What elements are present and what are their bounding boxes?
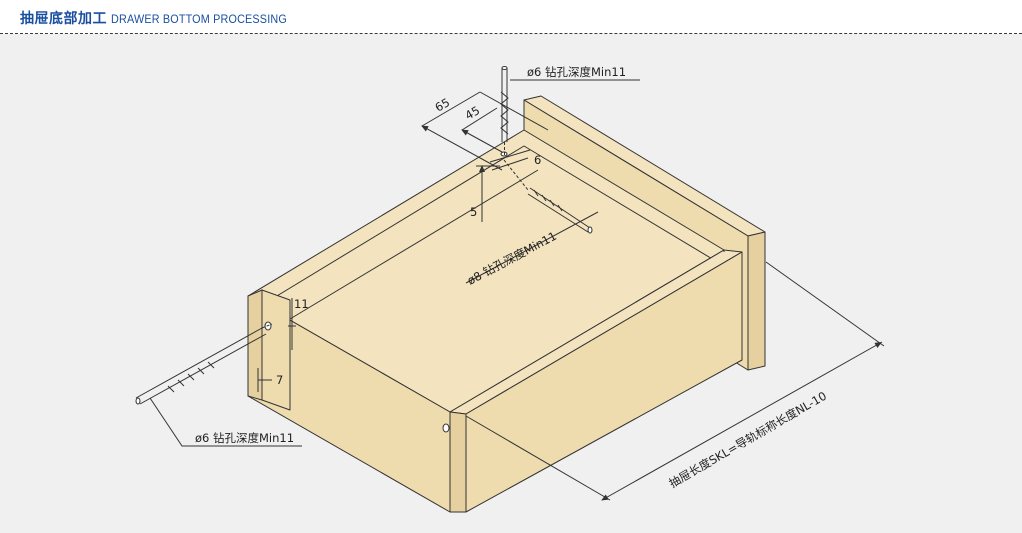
back-hole-leader xyxy=(465,211,599,284)
title-en: DRAWER BOTTOM PROCESSING xyxy=(111,12,288,26)
page-title: 抽屉底部加工 DRAWER BOTTOM PROCESSING xyxy=(20,8,307,28)
dimension-11 xyxy=(288,298,296,350)
title-zh: 抽屉底部加工 xyxy=(20,11,107,27)
dim-11: 11 xyxy=(294,297,309,311)
top-drill-bit xyxy=(500,66,509,156)
dimension-6 xyxy=(489,149,531,171)
dimension-65-45 xyxy=(421,91,549,171)
side-drill-bit xyxy=(135,323,273,405)
header-bar xyxy=(0,0,1022,34)
side-hole-label: ø6 钻孔深度Min11 xyxy=(195,431,294,445)
dimension-length xyxy=(465,261,885,501)
top-hole-label: ø6 钻孔深度Min11 xyxy=(527,65,626,79)
side-board xyxy=(247,289,291,411)
dim-45: 45 xyxy=(463,103,483,122)
dim-6: 6 xyxy=(534,153,541,167)
dim-7: 7 xyxy=(276,373,283,387)
dim-65: 65 xyxy=(433,95,453,114)
length-label: 抽屉长度SKL=导轨标称长度NL-10 xyxy=(667,389,829,491)
header-divider xyxy=(0,33,1022,34)
dim-5: 5 xyxy=(470,205,477,219)
dimension-7 xyxy=(257,368,272,392)
drawer-bottom xyxy=(247,129,725,513)
side-hole-leader xyxy=(149,397,302,447)
dimension-5 xyxy=(476,165,500,222)
